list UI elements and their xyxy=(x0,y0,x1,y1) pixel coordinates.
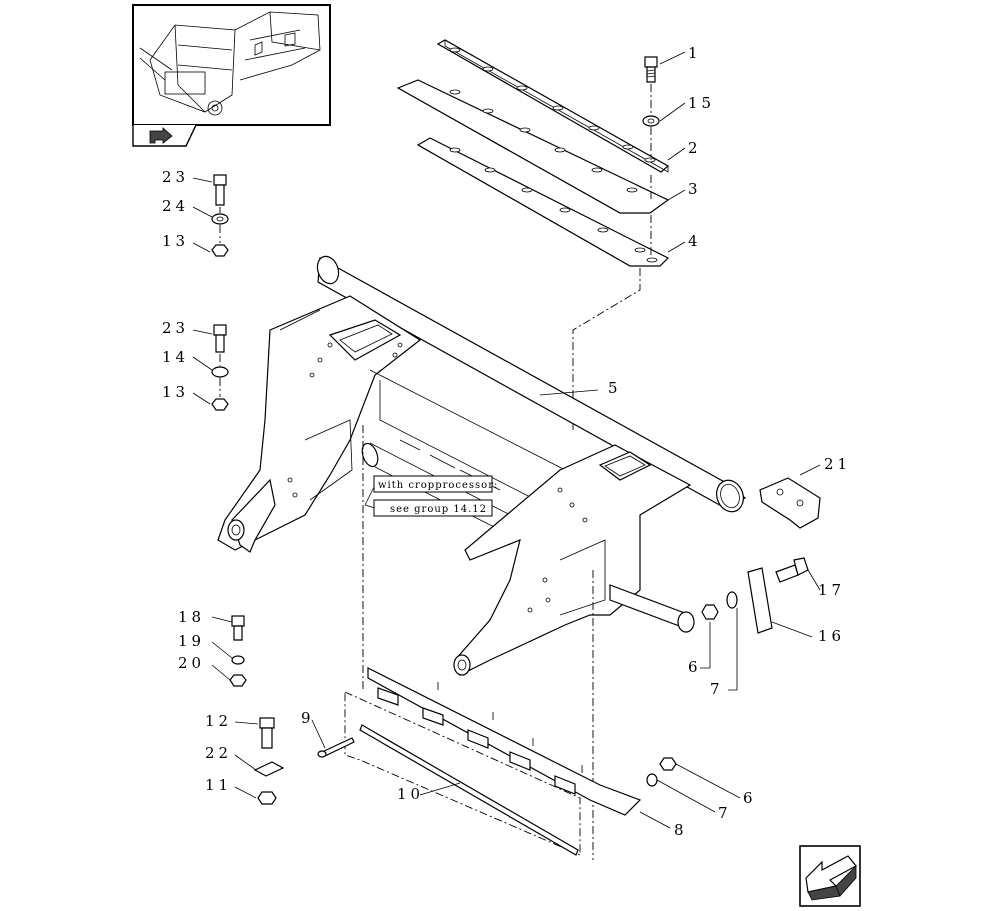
callout-6b: 6 xyxy=(743,789,757,807)
callout-13b: 13 xyxy=(162,383,189,401)
callout-23a: 23 xyxy=(162,168,189,186)
hardware-set-18-20 xyxy=(229,615,247,687)
callout-22: 22 xyxy=(205,744,232,762)
bracket-21 xyxy=(759,477,821,529)
callout-9: 9 xyxy=(301,709,315,727)
note-line-2: see group 14.12 xyxy=(390,504,487,515)
callout-3: 3 xyxy=(688,180,702,198)
bolt-1 xyxy=(644,56,658,83)
callout-17: 17 xyxy=(818,581,845,599)
callout-13a: 13 xyxy=(162,232,189,250)
washer-7-lower xyxy=(646,773,658,787)
callout-1: 1 xyxy=(688,44,702,62)
callout-4: 4 xyxy=(688,232,702,250)
pin-9 xyxy=(317,737,355,758)
bolt-17 xyxy=(775,557,809,583)
callout-8: 8 xyxy=(674,821,688,839)
callout-12: 12 xyxy=(205,712,232,730)
wear-strip-3 xyxy=(396,79,670,214)
callout-18: 18 xyxy=(178,608,205,626)
navigation-arrow-icon xyxy=(149,127,173,144)
thumbnail-tab[interactable] xyxy=(132,124,197,147)
next-page-arrow-icon[interactable] xyxy=(799,845,861,907)
callout-23b: 23 xyxy=(162,319,189,337)
knife-holder-8 xyxy=(367,667,642,816)
callout-16: 16 xyxy=(818,627,845,645)
callout-numbers: 1 15 2 3 4 23 24 13 23 14 13 5 21 17 16 … xyxy=(162,44,851,839)
note-line-1: with cropprocessor: xyxy=(378,480,498,491)
washer-15 xyxy=(642,115,660,127)
callout-11: 11 xyxy=(205,776,232,794)
callout-10: 10 xyxy=(397,785,424,803)
plate-16 xyxy=(747,567,773,634)
callout-19: 19 xyxy=(178,632,205,650)
hardware-set-11-12-22 xyxy=(253,717,285,805)
washer-7-upper xyxy=(726,591,738,609)
callout-15: 15 xyxy=(688,94,715,112)
callout-14: 14 xyxy=(162,348,189,366)
nut-6-lower xyxy=(659,757,677,771)
wear-strip-2 xyxy=(436,39,670,173)
callout-7b: 7 xyxy=(718,804,732,822)
callout-24: 24 xyxy=(162,197,189,215)
rod-10 xyxy=(359,724,579,856)
wear-strip-4 xyxy=(416,137,670,267)
hardware-set-middle xyxy=(211,324,229,411)
nut-6-upper xyxy=(701,604,719,620)
callout-21: 21 xyxy=(824,455,851,473)
cropprocessor-note: with cropprocessor: see group 14.12 xyxy=(364,475,498,517)
callout-7a: 7 xyxy=(710,680,724,698)
callout-5: 5 xyxy=(608,379,622,397)
callout-2: 2 xyxy=(688,139,702,157)
callout-6a: 6 xyxy=(688,658,702,676)
machine-overview-thumbnail[interactable] xyxy=(132,4,331,126)
hardware-set-top xyxy=(211,174,229,257)
callout-20: 20 xyxy=(178,654,205,672)
main-frame-5 xyxy=(217,255,747,676)
